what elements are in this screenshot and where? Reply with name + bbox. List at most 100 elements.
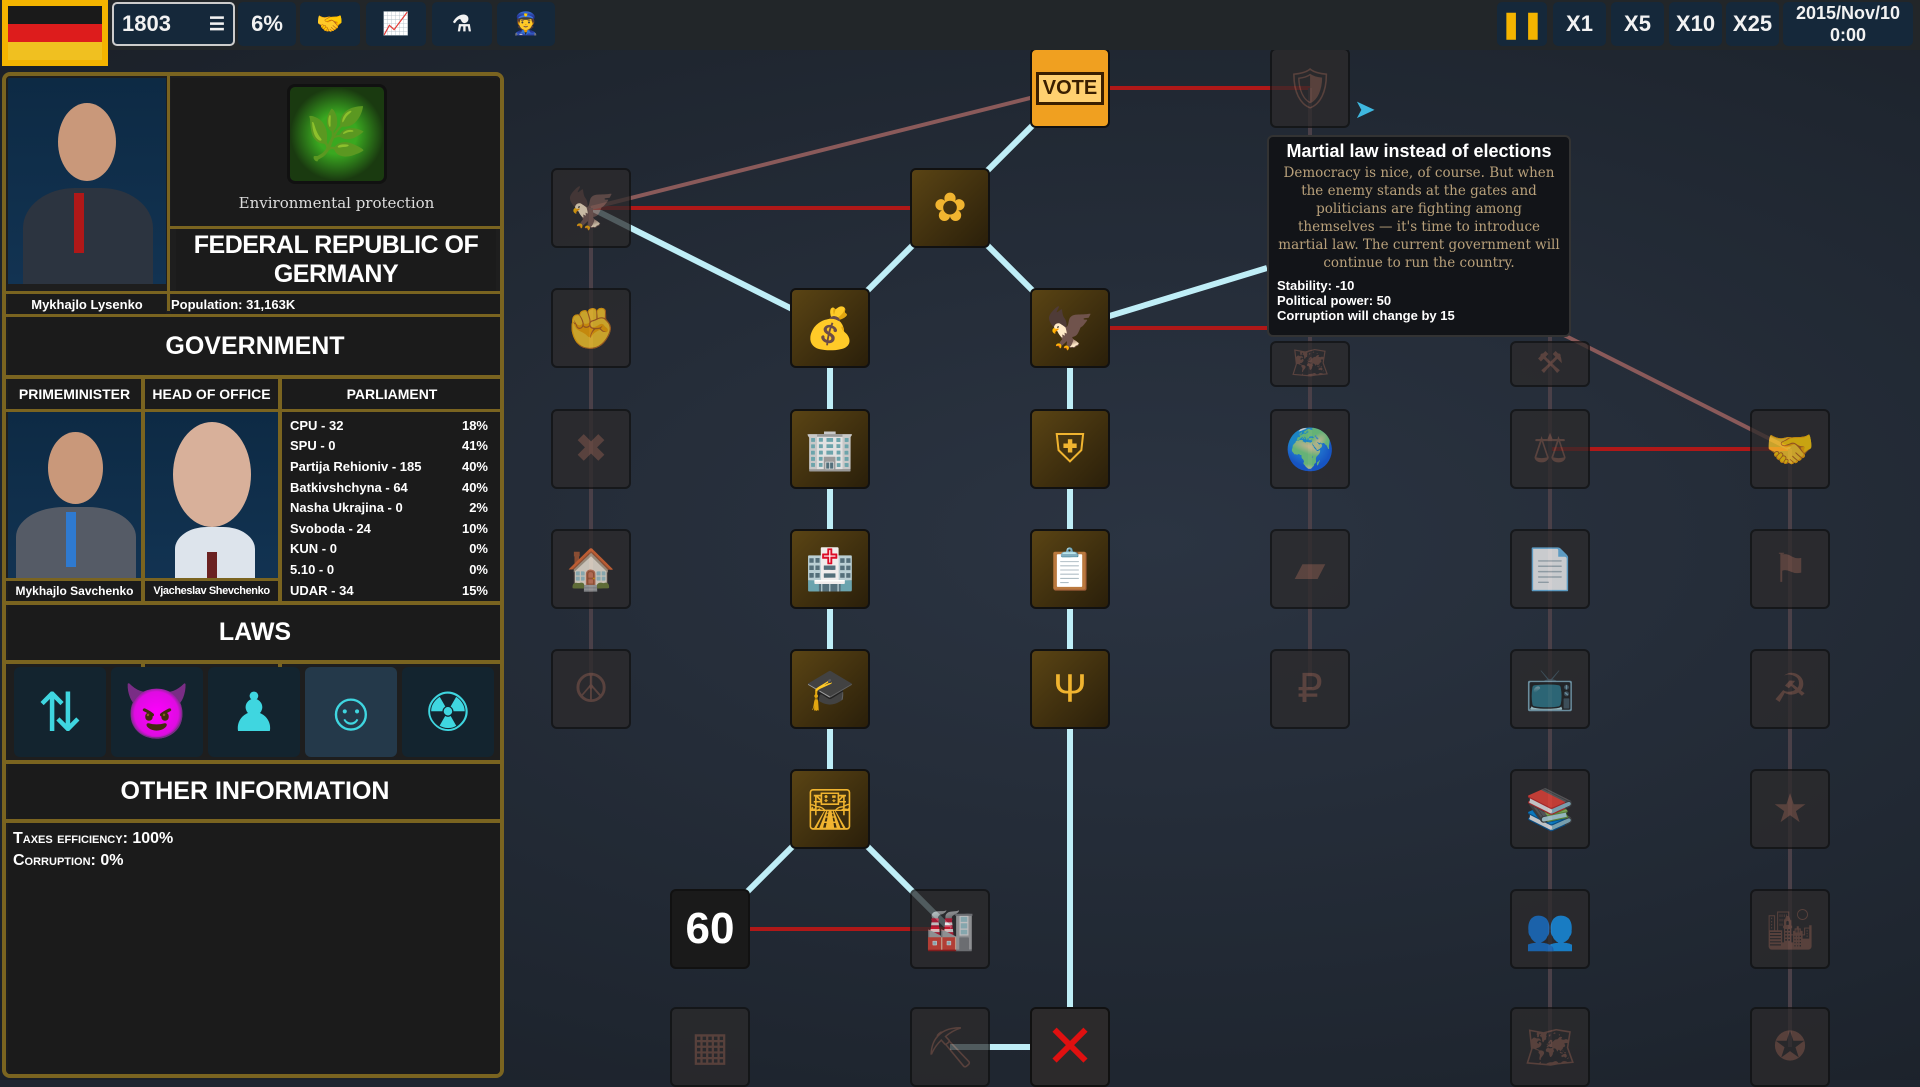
handshake-money-icon[interactable]: 🤝 [1750, 409, 1830, 489]
party-percent: 0% [469, 561, 488, 577]
money-bag-chart-icon[interactable]: 💰 [790, 288, 870, 368]
money-display[interactable]: 1803 ☰ [112, 2, 235, 46]
head-of-office-portrait[interactable] [145, 412, 278, 578]
tooltip-title: Martial law instead of elections [1286, 141, 1552, 161]
party-name: CPU - 32 [290, 417, 344, 433]
tooltip-body: Democracy is nice, of course. But when t… [1278, 165, 1560, 271]
document-money-icon[interactable]: 📄 [1510, 529, 1590, 609]
family-house-icon[interactable]: 🏠 [551, 529, 631, 609]
party-name: Partija Rehioniv - 185 [290, 458, 422, 474]
sixty-globe-icon[interactable]: 60 [670, 889, 750, 969]
map-icon[interactable]: 🗺 [1270, 341, 1350, 387]
trident-icon[interactable]: Ψ [1030, 649, 1110, 729]
soldiers-icon[interactable]: 👥 [1510, 889, 1590, 969]
shield-icon[interactable]: 🛡 [1270, 48, 1350, 128]
nuclear-plant-icon[interactable]: ☢ [402, 667, 494, 757]
parliament-row: KUN - 0 0% [282, 539, 500, 560]
up-down-arrows-icon[interactable]: ⇅ [14, 667, 106, 757]
pawn-icon[interactable]: ♟ [208, 667, 300, 757]
hand-flag-icon[interactable]: ⚑ [1750, 529, 1830, 609]
party-percent: 10% [461, 520, 488, 536]
party-name: SPU - 0 [290, 438, 336, 454]
party-percent: 0% [469, 541, 488, 557]
ukraine-map-icon[interactable]: ▰ [1270, 529, 1350, 609]
books-icon[interactable]: 📚 [1510, 769, 1590, 849]
peace-icon[interactable]: ☮ [551, 649, 631, 729]
party-name: UDAR - 34 [290, 582, 354, 598]
pause-button[interactable]: ❚❚ [1497, 2, 1547, 46]
tree-connector [590, 86, 1071, 210]
old-map-icon[interactable]: 🗺 [1510, 1007, 1590, 1087]
shield-map-icon[interactable]: ⛨ [1030, 409, 1110, 489]
party-percent: 41% [461, 438, 488, 454]
leader-portrait [8, 78, 166, 284]
leader-name: Mykhajlo Lysenko [8, 294, 166, 314]
top-bar: 1803 ☰ 6% 🤝 📈 ⚗ 👮 ❚❚ X1 X5 X10 X25 2015/N… [0, 0, 1920, 66]
court-icon[interactable]: ⚖ [1510, 409, 1590, 489]
soviet-flag-icon[interactable]: ☭ [1750, 649, 1830, 729]
primeminister-portrait[interactable] [8, 412, 141, 578]
government-header: GOVERNMENT [8, 317, 500, 375]
document-stamp-icon[interactable]: 📋 [1030, 529, 1110, 609]
vote-box-icon[interactable]: VOTE [1030, 48, 1110, 128]
building-icon[interactable]: 🏢 [790, 409, 870, 489]
officer-icon[interactable]: 👮 [497, 2, 555, 46]
crossed-rifle-icon[interactable]: ✖ [551, 409, 631, 489]
mouse-cursor-icon: ➤ [1354, 94, 1376, 124]
party-percent: 40% [461, 458, 488, 474]
rouble-coins-icon[interactable]: ₽ [1270, 649, 1350, 729]
flask-icon[interactable]: ⚗ [432, 2, 492, 46]
eagle-chains-icon[interactable]: 🦅 [551, 168, 631, 248]
speed-x1-button[interactable]: X1 [1553, 2, 1606, 46]
globe-flags-icon[interactable]: 🌍 [1270, 409, 1350, 489]
party-name: Svoboda - 24 [290, 520, 371, 536]
party-name: KUN - 0 [290, 541, 337, 557]
graduation-books-icon[interactable]: 🎓 [790, 649, 870, 729]
country-flag-button[interactable] [2, 0, 108, 66]
taxes-efficiency: Taxes efficiency: 100% [13, 830, 174, 847]
laws-header: LAWS [8, 605, 500, 660]
devil-podium-icon[interactable]: 😈 [111, 667, 203, 757]
parliament-row: 5.10 - 0 0% [282, 559, 500, 580]
tv-icon[interactable]: 📺 [1510, 649, 1590, 729]
head-of-office-name: Vjacheslav Shevchenko [145, 581, 278, 601]
date-text: 2015/Nov/10 [1795, 3, 1901, 23]
laws-row: ⇅😈♟☺☢ [14, 667, 499, 757]
hospital-icon[interactable]: 🏥 [790, 529, 870, 609]
eagle-coat-icon[interactable]: 🦅 [1030, 288, 1110, 368]
country-name: FEDERAL REPUBLIC OF GERMANY [176, 229, 496, 291]
other-info-header: OTHER INFORMATION [8, 764, 500, 819]
factory-icon[interactable]: 🏭 [910, 889, 990, 969]
other-info-body: Taxes efficiency: 100% Corruption: 0% [8, 823, 500, 1074]
environment-ideology-icon[interactable]: 🌿 [286, 84, 387, 184]
speed-x10-button[interactable]: X10 [1669, 2, 1722, 46]
speed-x5-button[interactable]: X5 [1611, 2, 1664, 46]
presentation-chart-icon[interactable]: 📈 [366, 2, 426, 46]
party-percent: 40% [461, 479, 488, 495]
handshake-icon[interactable]: 🤝 [300, 2, 360, 46]
star-building-icon[interactable]: ★ [1750, 769, 1830, 849]
poppy-icon[interactable]: ✿ [910, 168, 990, 248]
tax-percent-button[interactable]: 6% [238, 2, 296, 46]
parliament-row: SPU - 0 41% [282, 436, 500, 457]
drill-icon[interactable]: ⛏ [910, 1007, 990, 1087]
hammer-icon[interactable]: ⚒ [1510, 341, 1590, 387]
population-text: Population: 31,163K [171, 294, 500, 314]
city-icon[interactable]: 🏙 [1750, 889, 1830, 969]
document-icon: ☰ [208, 13, 225, 34]
soldier-face-icon[interactable]: ☺ [305, 667, 397, 757]
fists-icon[interactable]: ✊ [551, 288, 631, 368]
red-x-icon[interactable]: ✕ [1030, 1007, 1110, 1087]
solar-panel-icon[interactable]: ▦ [670, 1007, 750, 1087]
emblem-icon[interactable]: ✪ [1750, 1007, 1830, 1087]
party-name: 5.10 - 0 [290, 561, 335, 577]
tooltip-corruption: Corruption will change by 15 [1277, 308, 1455, 323]
speed-x25-button[interactable]: X25 [1726, 2, 1779, 46]
road-icon[interactable]: 🛣 [790, 769, 870, 849]
money-value: 1803 [122, 11, 171, 36]
corruption-text: Corruption: 0% [13, 852, 124, 869]
